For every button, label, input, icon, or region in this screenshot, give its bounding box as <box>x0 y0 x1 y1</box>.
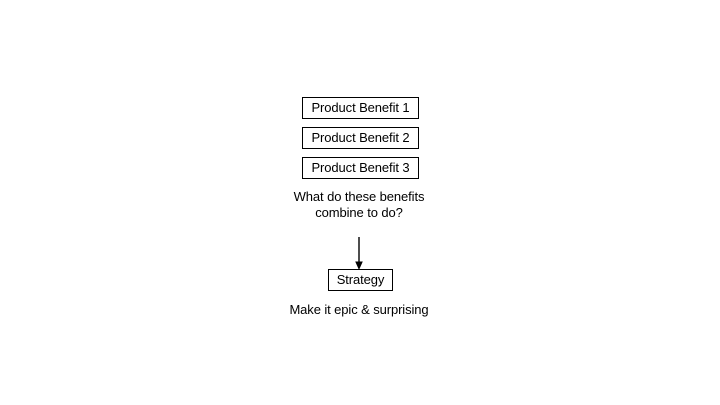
note-caption: Make it epic & surprising <box>289 302 429 317</box>
question-caption: What do these benefits combine to do? <box>259 189 459 221</box>
benefit-box-3-label: Product Benefit 3 <box>311 160 410 175</box>
strategy-box-group: Strategy <box>328 269 393 291</box>
strategy-box-label: Strategy <box>336 272 385 287</box>
benefit-box-1[interactable]: Product Benefit 1 <box>302 97 419 119</box>
question-caption-line-2: combine to do? <box>315 205 403 220</box>
benefit-box-group: Product Benefit 1 Product Benefit 2 Prod… <box>302 97 419 179</box>
benefit-box-2-label: Product Benefit 2 <box>311 130 410 145</box>
benefit-box-3[interactable]: Product Benefit 3 <box>302 157 419 179</box>
benefit-box-1-label: Product Benefit 1 <box>311 100 410 115</box>
strategy-box[interactable]: Strategy <box>328 269 393 291</box>
down-arrow-icon <box>355 237 363 270</box>
benefit-box-2[interactable]: Product Benefit 2 <box>302 127 419 149</box>
question-caption-line-1: What do these benefits <box>293 189 425 204</box>
